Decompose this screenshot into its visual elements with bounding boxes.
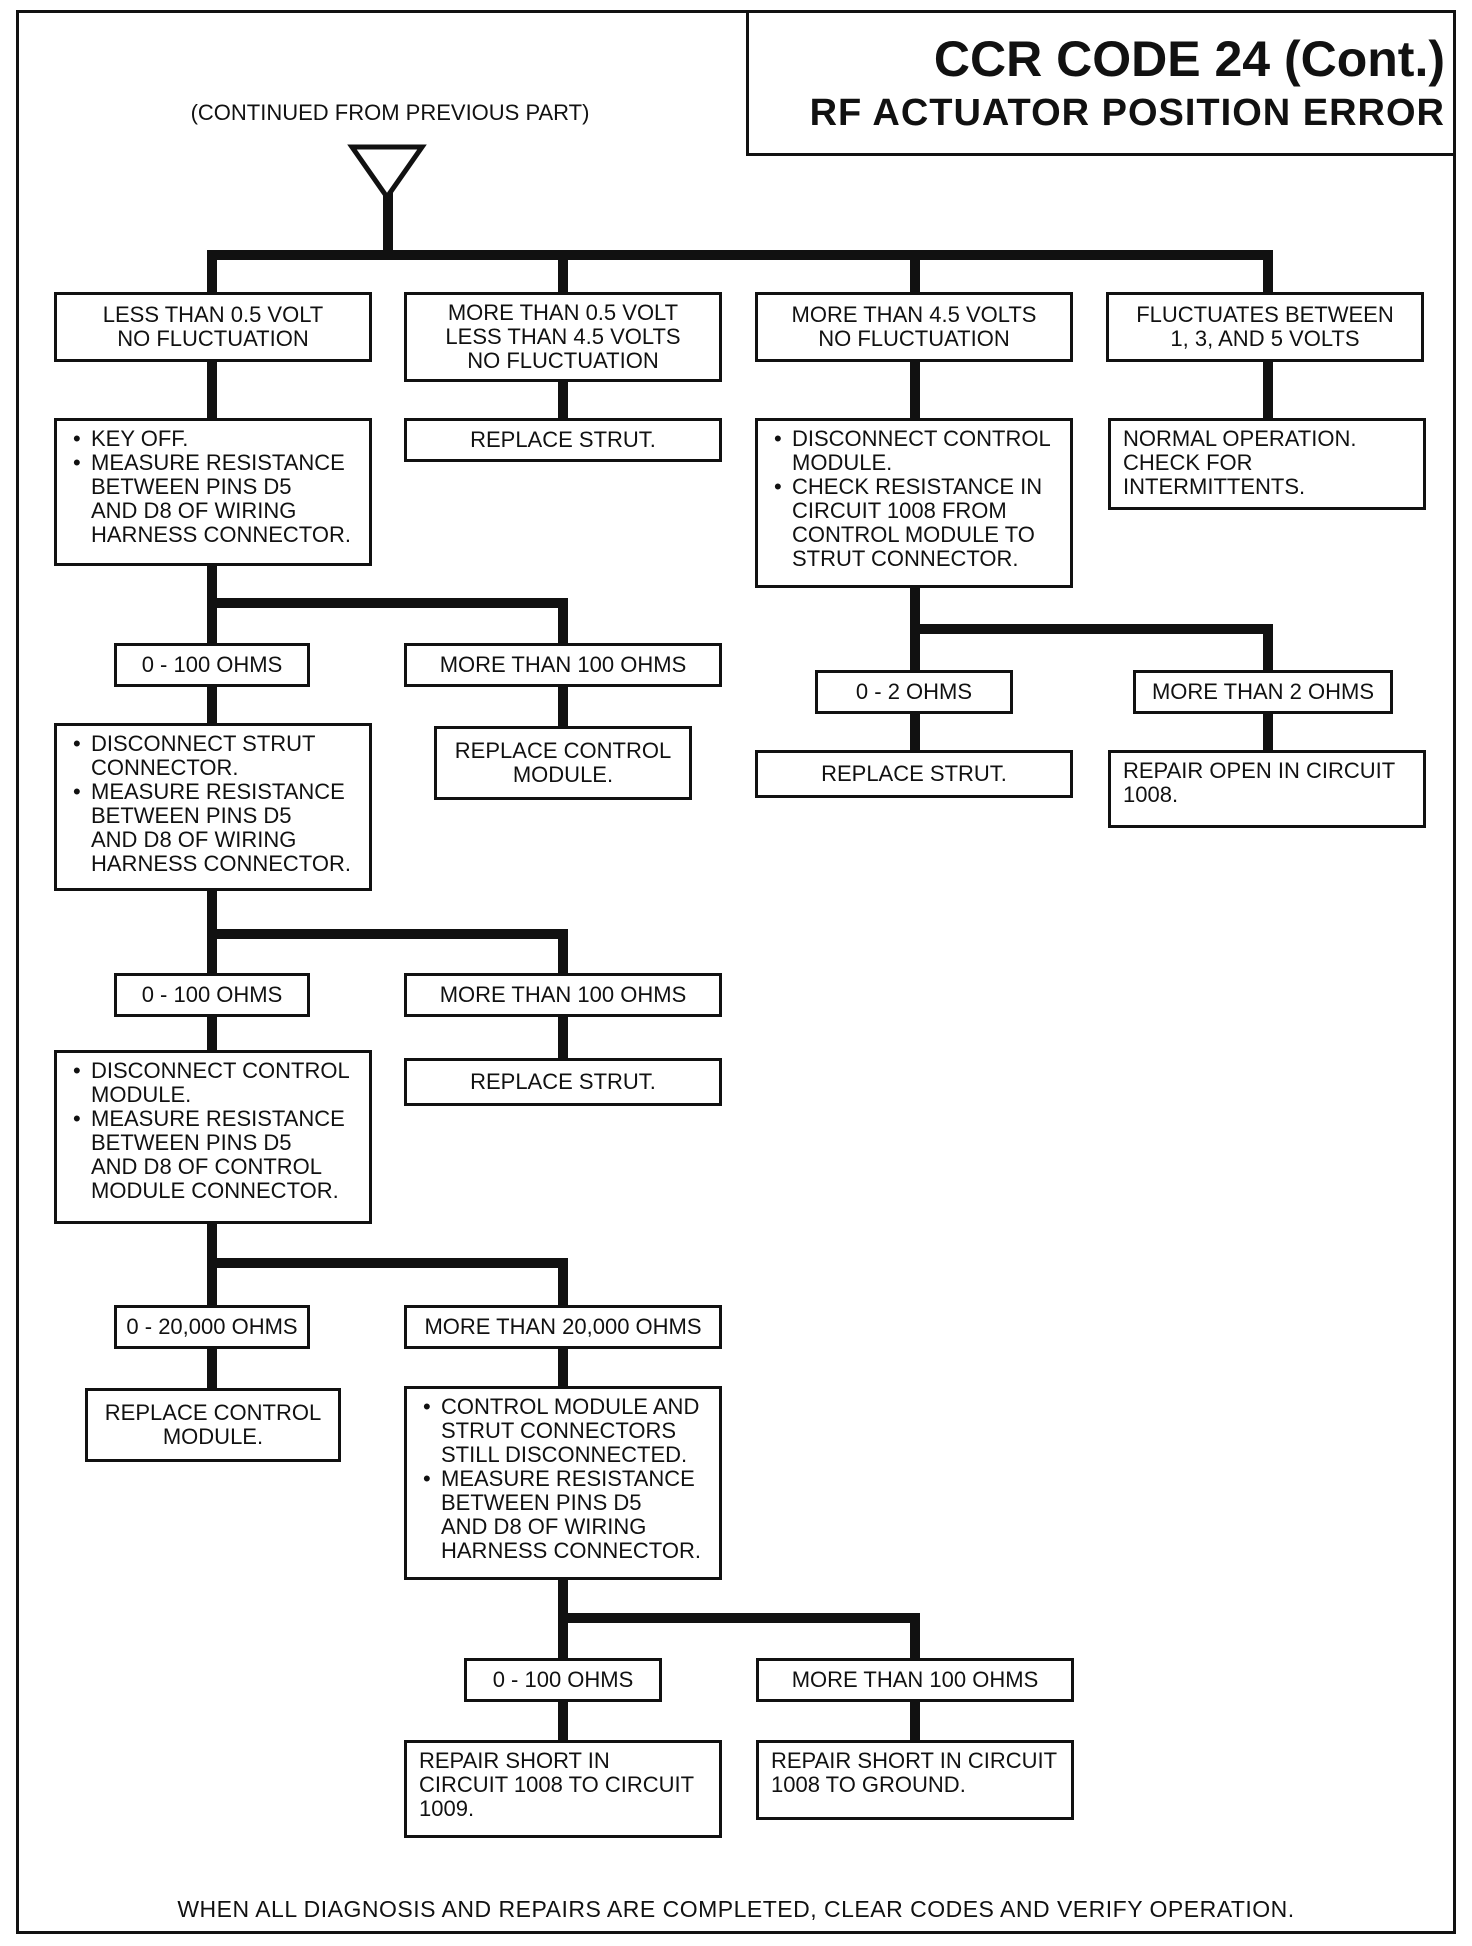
branch-less-than-0-5-volt: LESS THAN 0.5 VOLT NO FLUCTUATION [54, 292, 372, 362]
page-subtitle: RF ACTUATOR POSITION ERROR [809, 92, 1445, 134]
step-line: STILL DISCONNECTED. [441, 1442, 688, 1467]
step-line: AND D8 OF WIRING [441, 1514, 647, 1539]
step-line: STRUT CONNECTORS [441, 1418, 677, 1443]
col1-step2-box: DISCONNECT STRUT CONNECTOR. MEASURE RESI… [54, 723, 372, 891]
branch-line: MORE THAN 0.5 VOLT [447, 300, 679, 325]
branch-fluctuates: FLUCTUATES BETWEEN 1, 3, AND 5 VOLTS [1106, 292, 1424, 362]
col4-action: NORMAL OPERATION. CHECK FOR INTERMITTENT… [1108, 418, 1426, 510]
col1-r4-low-action: REPAIR SHORT IN CIRCUIT 1008 TO CIRCUIT … [404, 1740, 722, 1838]
action-line: 1008. [1123, 782, 1179, 807]
step-line: KEY OFF. [69, 427, 359, 452]
action-line: CHECK FOR [1123, 450, 1253, 475]
step-line: DISCONNECT CONTROL [69, 1059, 359, 1084]
col1-r3-low-action: REPLACE CONTROL MODULE. [85, 1388, 341, 1462]
title-box: CCR CODE 24 (Cont.) RF ACTUATOR POSITION… [746, 10, 1456, 156]
step-line: AND D8 OF CONTROL [91, 1154, 323, 1179]
col1-r4-low: 0 - 100 OHMS [464, 1658, 662, 1702]
step-line: BETWEEN PINS D5 [91, 474, 292, 499]
col1-r2-high-action: REPLACE STRUT. [404, 1058, 722, 1106]
col3-r-high: MORE THAN 2 OHMS [1133, 670, 1393, 714]
branch-more-than-4-5-volts: MORE THAN 4.5 VOLTS NO FLUCTUATION [755, 292, 1073, 362]
col3-step1-box: DISCONNECT CONTROL MODULE. CHECK RESISTA… [755, 418, 1073, 588]
step-line: BETWEEN PINS D5 [91, 1130, 292, 1155]
col1-r3-high: MORE THAN 20,000 OHMS [404, 1305, 722, 1349]
action-line: REPLACE CONTROL [104, 1400, 322, 1425]
col1-r1-high-action: REPLACE CONTROL MODULE. [434, 726, 692, 800]
branch-line: NO FLUCTUATION [467, 348, 659, 373]
branch-0-5-to-4-5-volts: MORE THAN 0.5 VOLT LESS THAN 4.5 VOLTS N… [404, 292, 722, 382]
col1-r4-high: MORE THAN 100 OHMS [756, 1658, 1074, 1702]
step-line: CONTROL MODULE TO [792, 522, 1035, 547]
col3-r-high-action: REPAIR OPEN IN CIRCUIT 1008. [1108, 750, 1426, 828]
step-line: MODULE. [91, 1082, 192, 1107]
col1-r3-low: 0 - 20,000 OHMS [114, 1305, 310, 1349]
action-line: 1008 TO GROUND. [771, 1772, 966, 1797]
col1-r1-high: MORE THAN 100 OHMS [404, 643, 722, 687]
col1-r2-low: 0 - 100 OHMS [114, 973, 310, 1017]
col1-step3-box: DISCONNECT CONTROL MODULE. MEASURE RESIS… [54, 1050, 372, 1224]
branch-line: LESS THAN 0.5 VOLT [102, 302, 324, 327]
step-line: STRUT CONNECTOR. [792, 546, 1019, 571]
step-line: AND D8 OF WIRING [91, 498, 297, 523]
step-line: CONNECTOR. [91, 755, 239, 780]
action-line: REPAIR OPEN IN CIRCUIT [1123, 758, 1396, 783]
action-line: MODULE. [512, 762, 614, 787]
step-line: CONTROL MODULE AND [419, 1395, 709, 1420]
action-line: NORMAL OPERATION. [1123, 426, 1357, 451]
step-line: CHECK RESISTANCE IN [770, 475, 1060, 500]
action-line: REPAIR SHORT IN [419, 1748, 610, 1773]
branch-line: NO FLUCTUATION [117, 326, 309, 351]
branch-line: NO FLUCTUATION [818, 326, 1010, 351]
col3-r-low: 0 - 2 OHMS [815, 670, 1013, 714]
continuation-triangle-icon [347, 144, 427, 202]
action-line: 1009. [419, 1796, 475, 1821]
step-line: MODULE CONNECTOR. [91, 1178, 339, 1203]
branch-line: LESS THAN 4.5 VOLTS [445, 324, 681, 349]
action-line: INTERMITTENTS. [1123, 474, 1306, 499]
step-line: DISCONNECT CONTROL [770, 427, 1060, 452]
col1-step4-box: CONTROL MODULE AND STRUT CONNECTORS STIL… [404, 1386, 722, 1580]
col1-r1-low: 0 - 100 OHMS [114, 643, 310, 687]
step-line: HARNESS CONNECTOR. [441, 1538, 701, 1563]
step-line: HARNESS CONNECTOR. [91, 522, 351, 547]
action-line: REPLACE CONTROL [454, 738, 672, 763]
action-line: CIRCUIT 1008 TO CIRCUIT [419, 1772, 695, 1797]
col2-action: REPLACE STRUT. [404, 418, 722, 462]
step-line: AND D8 OF WIRING [91, 827, 297, 852]
step-line: CIRCUIT 1008 FROM [792, 498, 1007, 523]
branch-line: FLUCTUATES BETWEEN [1136, 302, 1394, 327]
col1-r4-high-action: REPAIR SHORT IN CIRCUIT 1008 TO GROUND. [756, 1740, 1074, 1820]
continued-label: (CONTINUED FROM PREVIOUS PART) [190, 100, 590, 125]
step-line: MEASURE RESISTANCE [69, 780, 359, 805]
action-line: REPAIR SHORT IN CIRCUIT [771, 1748, 1058, 1773]
col1-step1-box: KEY OFF. MEASURE RESISTANCE BETWEEN PINS… [54, 418, 372, 566]
footer-note: WHEN ALL DIAGNOSIS AND REPAIRS ARE COMPL… [177, 1896, 1295, 1922]
col3-r-low-action: REPLACE STRUT. [755, 750, 1073, 798]
branch-line: 1, 3, AND 5 VOLTS [1170, 326, 1360, 351]
step-line: BETWEEN PINS D5 [441, 1490, 642, 1515]
step-line: BETWEEN PINS D5 [91, 803, 292, 828]
page-title: CCR CODE 24 (Cont.) [933, 31, 1445, 87]
step-line: MEASURE RESISTANCE [419, 1467, 709, 1492]
branch-line: MORE THAN 4.5 VOLTS [791, 302, 1037, 327]
step-line: HARNESS CONNECTOR. [91, 851, 351, 876]
step-line: DISCONNECT STRUT [69, 732, 359, 757]
page-border [16, 10, 1456, 1934]
step-line: MEASURE RESISTANCE [69, 1107, 359, 1132]
col1-r2-high: MORE THAN 100 OHMS [404, 973, 722, 1017]
action-line: MODULE. [162, 1424, 264, 1449]
step-line: MODULE. [792, 450, 893, 475]
step-line: MEASURE RESISTANCE [69, 451, 359, 476]
